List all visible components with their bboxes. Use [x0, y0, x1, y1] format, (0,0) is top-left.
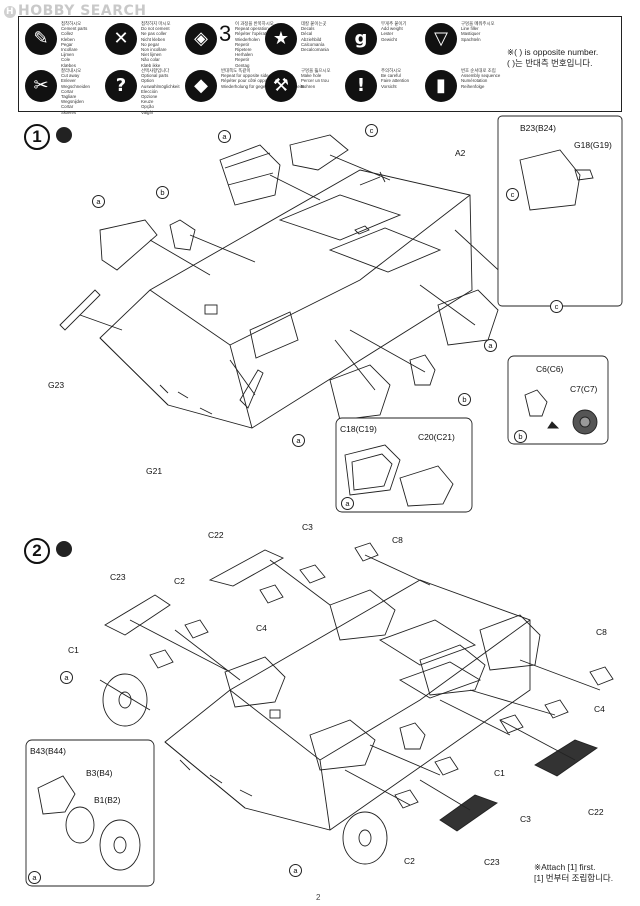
- marker-a: a: [92, 195, 105, 208]
- opposite-side-icon: ◆: [185, 70, 217, 102]
- opposite-number-note: ※( ) is opposite number. ( )는 반대측 번호입니다.: [507, 47, 598, 69]
- step2-leaders: [99, 554, 601, 811]
- marker-c: c: [550, 300, 563, 313]
- marker-a: a: [60, 671, 73, 684]
- marker-c: c: [365, 124, 378, 137]
- marker-b: b: [156, 186, 169, 199]
- cement-icon: ✎: [25, 23, 57, 55]
- attach-korean: [1] 번부터 조립합니다.: [534, 873, 614, 883]
- legend-text: 접착하지 마시오 Do not cement Ne pas coller Nic…: [141, 21, 171, 68]
- step-1-number: 1: [24, 124, 50, 150]
- cement-icon: [56, 541, 72, 557]
- step2-hull: [164, 579, 531, 831]
- label-b1: B1(B2): [94, 795, 121, 805]
- legend-panel: ✎접착하시오 Cement parts Collez Kleben Pegar …: [18, 16, 622, 115]
- label-c23: C23: [110, 572, 126, 582]
- cement-icon: [56, 127, 72, 143]
- marker-c: c: [506, 188, 519, 201]
- label-c7: C7(C7): [570, 384, 598, 394]
- marker-a: a: [28, 871, 41, 884]
- note-english: ※( ) is opposite number.: [507, 47, 599, 57]
- label-c8-right: C8: [596, 627, 607, 637]
- legend-text: 잘라내시오 Cut away Enlever Wegschneiden Cort…: [61, 68, 90, 115]
- label-b43: B43(B44): [30, 746, 66, 756]
- legend-text: 무게추 붙이기 Add weight Lester Gewicht: [381, 21, 407, 42]
- step-2-number: 2: [24, 538, 50, 564]
- step1-hull: [99, 169, 473, 429]
- label-c20: C20(C21): [418, 432, 455, 442]
- label-b3: B3(B4): [86, 768, 113, 778]
- label-c2: C2: [174, 576, 185, 586]
- attach-note: ※Attach [1] first. [1] 번부터 조립합니다.: [534, 862, 613, 884]
- marker-a: a: [341, 497, 354, 510]
- make-hole-icon: ⚒: [265, 70, 297, 102]
- label-c23-bottom: C23: [484, 857, 500, 867]
- label-b23: B23(B24): [520, 123, 556, 133]
- legend-text: 이 과정을 반복하시오 Repeat operation Répéter l'o…: [235, 21, 274, 68]
- decal-icon: ★: [265, 23, 297, 55]
- do-not-cement-icon: ✕: [105, 23, 137, 55]
- add-weight-icon: g: [345, 23, 377, 55]
- inset-c18-c20: [335, 417, 473, 513]
- cut-icon: ✂: [25, 70, 57, 102]
- label-g23: G23: [48, 380, 65, 390]
- label-c4-right: C4: [594, 704, 605, 714]
- label-a2: A2: [455, 148, 466, 158]
- marker-a: a: [292, 434, 305, 447]
- label-c4: C4: [256, 623, 267, 633]
- legend-text: 주의하시오 Be careful Faire attention Vorsich…: [381, 68, 410, 89]
- line-filler-icon: ▽: [425, 23, 457, 55]
- watermark-text: HOBBY SEARCH: [18, 3, 147, 19]
- marker-a: a: [218, 130, 231, 143]
- legend-text: 구멍을 뚫으시오 Make hole Percer un trou Bohren: [301, 68, 331, 89]
- legend-text: 번호 순서대로 조립 Assembly sequence Numérotatio…: [461, 68, 501, 89]
- label-c22-right: C22: [588, 807, 604, 817]
- legend-text: 접착하시오 Cement parts Collez Kleben Pegar I…: [61, 21, 88, 68]
- marker-a: a: [289, 864, 302, 877]
- label-g18: G18(G19): [574, 140, 612, 150]
- marker-b: b: [458, 393, 471, 406]
- legend-text: 구멍을 메워주시오 Line filler Mastiquer Spachtel…: [461, 21, 495, 42]
- attach-english: ※Attach [1] first.: [534, 862, 596, 872]
- legend-text: 데칼 붙이는곳 Decals Décal Abziehbild Calcoman…: [301, 21, 329, 53]
- label-c18: C18(C19): [340, 424, 377, 434]
- label-c2-bottom: C2: [404, 856, 415, 866]
- page-number: 2: [316, 893, 321, 902]
- marker-a: a: [484, 339, 497, 352]
- legend-text: 선택사항입니다 Optional parts Option Auswahlmög…: [141, 68, 180, 115]
- watermark-logo: H: [4, 6, 16, 18]
- label-c1: C1: [68, 645, 79, 655]
- step1-leaders: [79, 154, 521, 396]
- label-c1-right: C1: [494, 768, 505, 778]
- marker-b: b: [514, 430, 527, 443]
- label-c6: C6(C6): [536, 364, 564, 374]
- step2-parts: [102, 542, 614, 865]
- repeat-icon: ◈: [185, 23, 217, 55]
- attention-icon: !: [345, 70, 377, 102]
- legend-repeat-number: 3: [219, 21, 232, 46]
- note-korean: ( )는 반대측 번호입니다.: [507, 58, 593, 68]
- label-c8: C8: [392, 535, 403, 545]
- label-g21: G21: [146, 466, 163, 476]
- label-c3-right: C3: [520, 814, 531, 824]
- label-c22: C22: [208, 530, 224, 540]
- label-c3: C3: [302, 522, 313, 532]
- numbering-icon: ▮: [425, 70, 457, 102]
- optional-icon: ?: [105, 70, 137, 102]
